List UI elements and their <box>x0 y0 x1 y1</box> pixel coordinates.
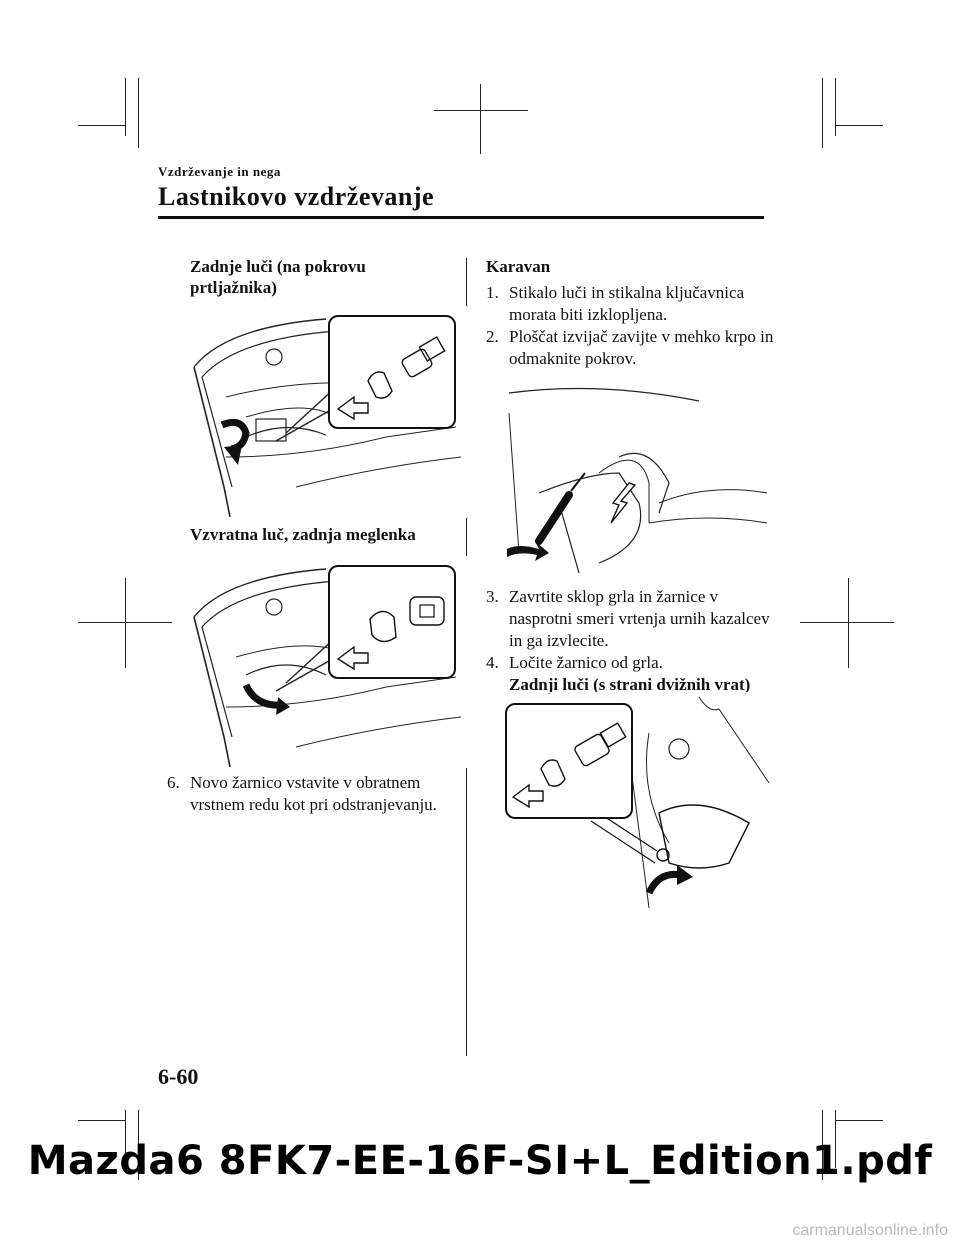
title-rule <box>158 216 764 219</box>
document-filename: Mazda6 8FK7-EE-16F-SI+L_Edition1.pdf <box>27 1138 933 1184</box>
heading-karavan: Karavan <box>486 257 551 276</box>
reverse-fog-lamp-illustration <box>185 556 467 768</box>
bulb-detail-inset-3 <box>505 703 633 819</box>
watermark: carmanualsonline.info <box>792 1222 948 1239</box>
cover-removal-illustration <box>498 372 770 579</box>
step-3: 3. Zavrtite sklop grla in žarnice v nasp… <box>486 587 770 650</box>
caption-reverse-fog: Vzvratna luč, zadnja meglenka <box>190 525 416 544</box>
section-label: Vzdrževanje in nega <box>158 164 281 179</box>
bulb-detail-inset <box>328 315 456 429</box>
trunk-lid-lamp-illustration <box>185 306 467 518</box>
caption-trunk-lid: Zadnje luči (na pokrovu prtljažnika) <box>190 257 366 297</box>
page-title: Lastnikovo vzdrževanje <box>158 182 435 211</box>
page-number: 6-60 <box>158 1064 199 1089</box>
step-2: 2. Ploščat izvijač zavijte v mehko krpo … <box>486 327 774 368</box>
bulb-detail-inset-2 <box>328 565 456 679</box>
step-1: 1. Stikalo luči in stikalna ključavnica … <box>486 283 745 324</box>
liftgate-lamp-illustration <box>498 692 775 909</box>
step-4: 4. Ločite žarnico od grla. Zadnji luči (… <box>486 653 751 694</box>
step-6: 6. Novo žarnico vstavite v obratnem vrst… <box>167 773 437 814</box>
